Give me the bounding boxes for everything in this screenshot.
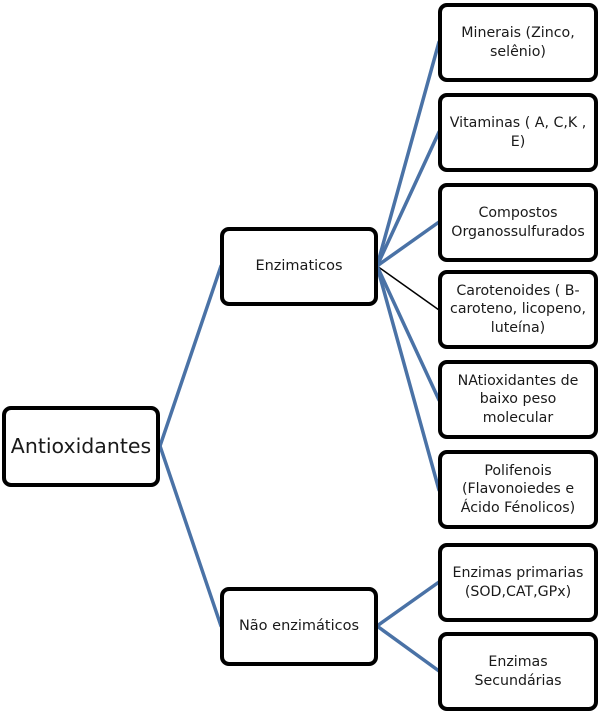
leaf-node-minerais: Minerais (Zinco, selênio)	[438, 3, 598, 82]
node-label: Enzimas primarias (SOD,CAT,GPx)	[452, 565, 584, 600]
connector-enzimaticos-to-polifenois	[375, 264, 441, 492]
leaf-node-carotenoides: Carotenoides ( B-caroteno, licopeno, lut…	[438, 270, 598, 349]
leaf-node-compostos-organossulfurados: Compostos Organossulfurados	[438, 183, 598, 262]
node-label: Minerais (Zinco, selênio)	[461, 25, 575, 60]
node-label: Compostos Organossulfurados	[451, 205, 585, 240]
node-label: Polifenois (Flavonoiedes e Ácido Fénolic…	[460, 463, 576, 516]
connector-root-to-nao-enzimaticos	[158, 444, 223, 628]
node-label: Carotenoides ( B-caroteno, licopeno, lut…	[450, 283, 586, 336]
branch-node-enzimaticos: Enzimaticos	[220, 227, 378, 306]
connector-enzimaticos-to-vitaminas	[375, 130, 441, 268]
leaf-node-enzimas-secundarias: Enzimas Secundárias	[438, 632, 598, 711]
node-label: Enzimas Secundárias	[474, 654, 562, 689]
node-label: Antioxidantes	[10, 434, 152, 459]
leaf-node-natioxidantes: NAtioxidantes de baixo peso molecular	[438, 360, 598, 439]
node-label: NAtioxidantes de baixo peso molecular	[457, 373, 579, 426]
leaf-node-vitaminas: Vitaminas ( A, C,K , E)	[438, 93, 598, 172]
connector-enzimaticos-to-minerais	[375, 40, 441, 268]
node-label: Não enzimáticos	[238, 618, 360, 635]
connector-nao-enzimaticos-to-secundarias	[375, 624, 441, 673]
connector-enzimaticos-to-carotenoides	[376, 265, 440, 311]
connector-nao-enzimaticos-to-primarias	[375, 580, 441, 628]
leaf-node-polifenois: Polifenois (Flavonoiedes e Ácido Fénolic…	[438, 450, 598, 529]
connector-enzimaticos-to-compostos	[375, 220, 441, 268]
node-label: Enzimaticos	[255, 258, 343, 275]
connector-enzimaticos-to-natioxidantes	[375, 264, 441, 402]
node-label: Vitaminas ( A, C,K , E)	[449, 115, 587, 150]
root-node-antioxidantes: Antioxidantes	[2, 406, 160, 487]
leaf-node-enzimas-primarias: Enzimas primarias (SOD,CAT,GPx)	[438, 543, 598, 622]
connector-root-to-enzimaticos	[158, 264, 223, 448]
branch-node-nao-enzimaticos: Não enzimáticos	[220, 587, 378, 666]
